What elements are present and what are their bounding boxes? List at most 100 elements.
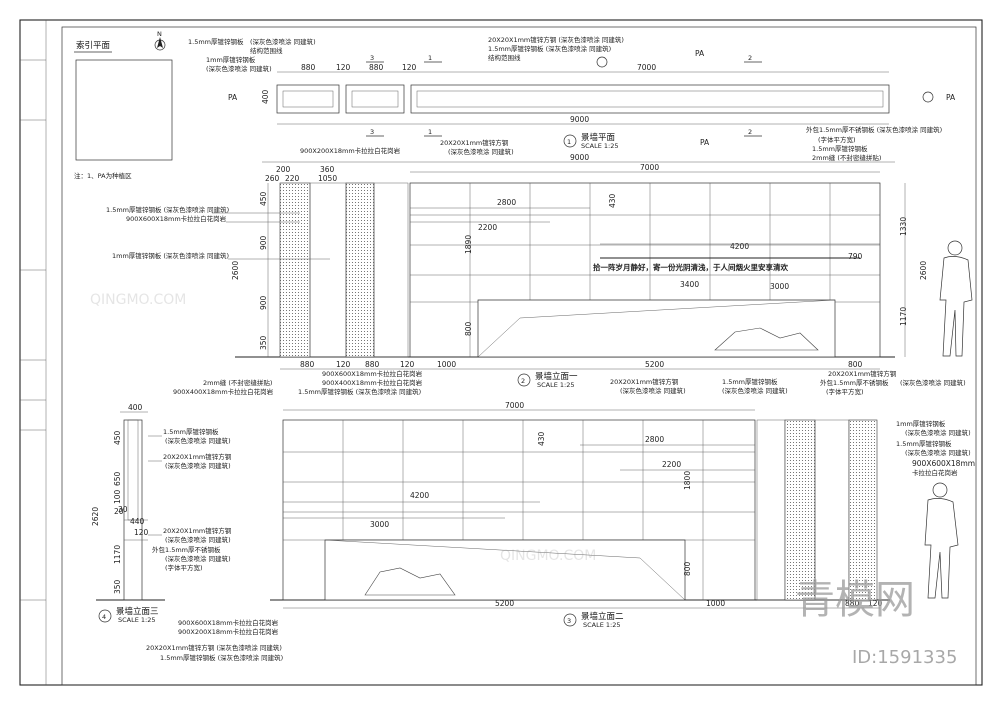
elevation-2: 7000 2800 2200 4200 3000 430 1800 800 52… — [146, 378, 975, 662]
e1-bottom-note-3: 20X20X1mm镀锌方钢 — [610, 377, 679, 386]
plan-dim-120b: 120 — [402, 63, 417, 72]
watermark-id: ID:1591335 — [852, 647, 957, 668]
e2-bottom-note-2: 900X200X18mm卡拉拉白花岗岩 — [178, 627, 279, 636]
plan-pa-bottom: PA — [700, 138, 710, 147]
e2-right-note-4: (深灰色漆喷涂 同建筑) — [905, 448, 971, 457]
plan-note-7: 1.5mm厚镀锌钢板 (深灰色漆喷涂 同建筑) — [488, 44, 611, 53]
plan-dim-120a: 120 — [336, 63, 351, 72]
e2-bottom-880: 880 — [845, 599, 860, 608]
e1-dim-260: 260 — [265, 174, 280, 183]
human-figure-icon — [924, 482, 959, 599]
e1-bottom-note-7: 20X20X1mm镀锌方钢 — [828, 369, 897, 378]
e2-inner-2200: 2200 — [662, 460, 681, 469]
e3-note-6: (深灰色漆喷涂 同建筑) — [165, 535, 231, 544]
plan-pa-right: PA — [946, 93, 956, 102]
e3-left-350: 350 — [113, 579, 122, 594]
e3-caption: 景墙立面三 — [116, 606, 159, 617]
e3-note-2: (深灰色漆喷涂 同建筑) — [165, 436, 231, 445]
e3-left-650: 650 — [113, 471, 122, 486]
e1-bottom-note-9: (深灰色漆喷涂 同建筑) — [900, 378, 966, 387]
e2-left-note-1: 2mm缝 (不封密缝拼贴) — [203, 378, 272, 387]
e2-right-note-6: 卡拉拉白花岗岩 — [912, 468, 958, 477]
e3-caption-number: 4 — [102, 613, 106, 621]
e1-left-2600: 2600 — [231, 261, 240, 280]
plan-pa-top: PA — [695, 49, 705, 58]
e1-dim-9000: 9000 — [570, 153, 589, 162]
e2-inner-3000: 3000 — [370, 520, 389, 529]
e1-left-note-2: 1.5mm厚镀锌钢板 (深灰色漆喷涂 同建筑) — [106, 205, 229, 214]
plan-note-10: (字体平方宽) — [818, 135, 856, 144]
e1-bottom-note-2: 900X400X18mm卡拉拉白花岗岩 — [322, 378, 423, 387]
e1-left-note-1: 900X200X18mm卡拉拉白花岗岩 — [300, 146, 401, 155]
e1-right-1170: 1170 — [899, 307, 908, 326]
e2-inner-1800: 1800 — [683, 471, 692, 490]
index-plan: 索引平面 注：1、PA为种植区 N — [74, 30, 173, 180]
e1-left-note-4: 1mm厚镀锌钢板 (深灰色漆喷涂 同建筑) — [112, 251, 229, 260]
plan-scale: SCALE 1:25 — [581, 142, 619, 150]
e2-bottom-120: 120 — [868, 599, 883, 608]
e2-bottom-note-1: 900X600X18mm卡拉拉白花岗岩 — [178, 618, 279, 627]
e1-bottom-800: 800 — [848, 360, 863, 369]
plan-dim-7000: 7000 — [637, 63, 656, 72]
e3-note-8: (深灰色漆喷涂 同建筑) — [165, 554, 231, 563]
e2-left-note-2: 900X400X18mm卡拉拉白花岗岩 — [173, 387, 274, 396]
plan-pa-left: PA — [228, 93, 238, 102]
plan-note-6: 20X20X1mm镀锌方钢 (深灰色漆喷涂 同建筑) — [488, 35, 624, 44]
e3-note-3: 20X20X1mm镀锌方钢 — [163, 452, 232, 461]
e1-inner-800: 800 — [464, 321, 473, 336]
e1-inner-430: 430 — [608, 193, 617, 208]
plan-note-8: 结构范围线 — [488, 53, 521, 62]
e1-left-900b: 900 — [259, 295, 268, 310]
e3-left-100: 100 — [113, 489, 122, 504]
rock-icon — [714, 327, 819, 351]
e3-left-450: 450 — [113, 430, 122, 445]
stone-column-mid — [345, 182, 375, 358]
plan-note-2: (深灰色漆喷涂 同建筑) — [250, 37, 316, 46]
sheet-frame — [19, 19, 983, 686]
e1-right-2600: 2600 — [919, 261, 928, 280]
e1-dim-360: 360 — [320, 165, 335, 174]
e2-caption: 景墙立面二 — [581, 611, 624, 622]
watermark-repeat-2: QINGMO.COM — [500, 548, 596, 564]
e1-bottom-1000: 1000 — [437, 360, 456, 369]
e1-inner-1890: 1890 — [464, 235, 473, 254]
e1-bottom-note-5: 1.5mm厚镀锌钢板 — [722, 377, 778, 386]
plan-section-1b: 1 — [428, 128, 432, 136]
plan-section-3a: 3 — [370, 54, 374, 62]
e1-bottom-120a: 120 — [336, 360, 351, 369]
e2-scale: SCALE 1:25 — [583, 621, 621, 629]
e3-right-440: 440 — [130, 517, 145, 526]
e1-inner-3400: 3400 — [680, 280, 699, 289]
e3-note-1: 1.5mm厚镀锌钢板 — [163, 427, 219, 436]
watermark: QINGMO.COM QINGMO.COM — [90, 292, 596, 564]
e1-left-450: 450 — [259, 191, 268, 206]
plan-note-11: 1.5mm厚镀锌钢板 — [812, 144, 868, 153]
index-plan-note: 注：1、PA为种植区 — [74, 171, 132, 180]
e3-right-30: 30 — [118, 505, 128, 514]
plan-dim-400: 400 — [261, 89, 270, 104]
e1-dim-7000: 7000 — [640, 163, 659, 172]
plan-dim-9000: 9000 — [570, 115, 589, 124]
e1-caption-number: 2 — [521, 377, 525, 385]
elevation-1: 拾一阵岁月静好，寄一份光阴清浅，于人间烟火里安享清欢 9000 7000 200… — [106, 138, 966, 396]
e3-left-20: 20 — [114, 507, 124, 516]
e1-caption: 景墙立面一 — [535, 371, 578, 382]
e1-inner-2200: 2200 — [478, 223, 497, 232]
e2-right-note-3: 1.5mm厚镀锌钢板 — [896, 439, 952, 448]
e1-inner-3000: 3000 — [770, 282, 789, 291]
e1-inner-4200: 4200 — [730, 242, 749, 251]
e3-note-9: (字体平方宽) — [165, 563, 203, 572]
e3-dim-400: 400 — [128, 403, 143, 412]
e1-bottom-note-10: (字体平方宽) — [826, 387, 864, 396]
e1-dim-200: 200 — [276, 165, 291, 174]
e2-right-note-1: 1mm厚镀锌钢板 — [896, 419, 946, 428]
e1-scale: SCALE 1:25 — [537, 381, 575, 389]
rock-icon — [364, 567, 456, 596]
plan-dim-880b: 880 — [369, 63, 384, 72]
e1-bottom-note-8: 外包1.5mm厚不锈钢板 — [820, 378, 889, 387]
plan-note-1: 1.5mm厚镀锌钢板 — [188, 37, 244, 46]
plan-caption-number: 1 — [567, 138, 571, 146]
e3-left-1170: 1170 — [113, 545, 122, 564]
elevation-3: 400 450 650 100 20 2620 1170 350 440 120… — [91, 403, 232, 624]
elevation1-slogan: 拾一阵岁月静好，寄一份光阴清浅，于人间烟火里安享清欢 — [593, 262, 788, 272]
